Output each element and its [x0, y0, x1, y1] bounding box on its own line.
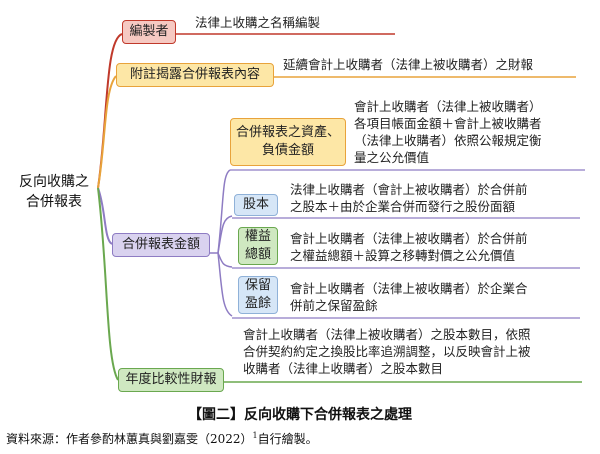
- branch-equity: [217, 252, 233, 268]
- figure-caption: 【圖二】反向收購下合併報表之處理: [188, 407, 412, 423]
- comparative-desc: 會計上收購者（法律上被收購者）之股本數目，依照 合併契約約定之換股比率追溯調整，…: [243, 327, 531, 376]
- source-text: 資料來源：作者參酌林蕙真與劉嘉雯（2022）: [6, 432, 253, 446]
- consolidated-node: 合併報表金額: [112, 233, 210, 257]
- equity-label: 權益 總額: [244, 229, 271, 262]
- retained-desc: 會計上收購者（法律上被收購者）於企業合 併前之保留盈餘: [290, 281, 528, 313]
- capital-desc: 法律上收購者（會計上被收購者）於合併前 之股本＋由於企業合併而發行之股份面額: [290, 182, 528, 214]
- comparative-label: 年度比較性財報: [125, 372, 217, 387]
- equity-node: 權益 總額: [238, 227, 278, 265]
- notes-node: 附註揭露合併報表內容: [116, 63, 274, 87]
- preparer-node: 編製者: [122, 20, 176, 44]
- notes-desc: 延續會計上收購者（法律上被收購者）之財報: [283, 57, 534, 72]
- assets-label: 合併報表之資產、 負債金額: [235, 125, 340, 158]
- equity-desc: 會計上收購者（法律上被收購者）於合併前 之權益總額＋設算之移轉對價之公允價值: [290, 231, 528, 263]
- branch-retained: [217, 252, 233, 317]
- comparative-node: 年度比較性財報: [118, 368, 224, 392]
- source-suffix: 自行繪製。: [257, 432, 318, 446]
- branch-assets: [217, 169, 231, 254]
- root-node: 反向收購之 合併報表: [19, 174, 89, 210]
- assets-node: 合併報表之資產、 負債金額: [230, 118, 346, 166]
- consolidated-label: 合併報表金額: [121, 237, 200, 252]
- branch-comparative: [97, 187, 119, 381]
- branch-capital: [217, 215, 233, 254]
- source-footnote: 1: [252, 431, 258, 440]
- assets-desc: 會計上收購者（法律上被收購者） 各項目帳面金額＋會計上被收購者 （法律上收購者）…: [354, 99, 542, 165]
- branch-consolidated: [97, 187, 113, 245]
- preparer-desc: 法律上收購之名稱編製: [195, 15, 321, 30]
- source-note: 資料來源：作者參酌林蕙真與劉嘉雯（2022）1自行繪製。: [6, 430, 318, 447]
- retained-node: 保留 盈餘: [238, 276, 278, 314]
- notes-label: 附註揭露合併報表內容: [129, 67, 260, 82]
- retained-label: 保留 盈餘: [244, 278, 271, 311]
- capital-node: 股本: [234, 194, 278, 216]
- branch-notes: [97, 75, 117, 189]
- capital-label: 股本: [242, 197, 269, 212]
- preparer-label: 編製者: [129, 24, 169, 39]
